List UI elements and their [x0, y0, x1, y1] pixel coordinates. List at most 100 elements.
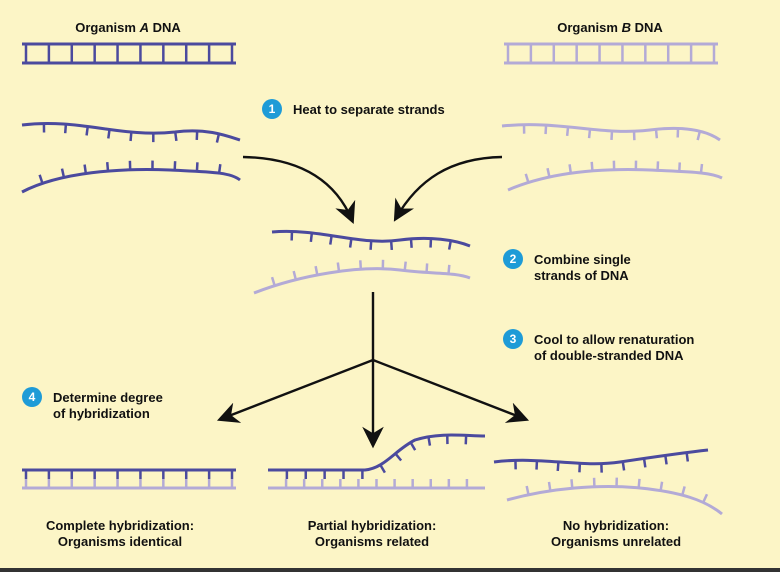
strand-base-tick — [642, 458, 647, 468]
strand-base-tick — [379, 464, 386, 474]
arrow-a-to-combine — [242, 155, 356, 224]
strand-base-tick — [309, 232, 314, 243]
outcome-partial-strands — [268, 433, 486, 490]
strand-base-tick — [654, 129, 659, 139]
strand-base-tick — [621, 461, 626, 471]
organism-b-separated-strands — [501, 123, 723, 192]
step-3-label: Cool to allow renaturation of double-str… — [534, 332, 694, 364]
strand-base-tick — [587, 129, 592, 139]
strand-base-tick — [314, 265, 319, 276]
strand-base-tick — [394, 452, 403, 462]
strand-base-tick — [105, 161, 110, 172]
unhybridized-strand-a — [493, 448, 709, 466]
step-1-badge: 1 — [262, 99, 282, 119]
bottom-border — [0, 568, 780, 572]
strand-base-tick — [546, 167, 551, 178]
process-arrows — [216, 155, 530, 449]
outcome-complete-double-strand — [22, 468, 236, 490]
outcome-partial-line-2: Organisms related — [314, 534, 430, 549]
strand-base-tick — [570, 479, 574, 489]
strand-base-tick — [60, 168, 66, 178]
strand-base-tick — [524, 173, 530, 183]
strand-base-tick — [292, 270, 298, 281]
arrow-to-none — [372, 358, 530, 423]
outcome-partial-line-1: Partial hybridization: — [307, 518, 437, 533]
outcome-complete-line-1: Complete hybridization: — [45, 518, 195, 533]
organism-a-strand-bottom — [21, 168, 241, 194]
strand-base-tick — [685, 452, 690, 462]
organism-a-letter: A — [139, 20, 149, 35]
outcome-complete-line-2: Organisms identical — [57, 534, 183, 549]
strand-base-tick — [702, 493, 709, 503]
organism-b-label: Organism B DNA — [540, 20, 680, 36]
outcome-none-label: No hybridization: Organisms unrelated — [516, 518, 716, 550]
organism-a-prefix: Organism — [75, 20, 140, 35]
step-4-label: Determine degree of hybridization — [53, 390, 163, 422]
strand-base-tick — [447, 264, 451, 274]
strand-base-tick — [63, 124, 68, 134]
strand-base-tick — [556, 461, 560, 472]
outcome-complete-label: Complete hybridization: Organisms identi… — [20, 518, 220, 550]
organism-a-label: Organism A DNA — [58, 20, 198, 36]
strand-base-tick — [664, 455, 668, 465]
strand-base-tick — [329, 235, 333, 245]
strand-base-tick — [107, 129, 111, 139]
strand-base-tick — [547, 481, 552, 492]
arrow-to-complete — [216, 358, 374, 423]
step-2-badge: 2 — [503, 249, 523, 269]
organism-a-strand-top — [21, 121, 241, 142]
step-2-line-1: Combine single — [534, 252, 631, 267]
step-2-line-2: strands of DNA — [534, 268, 629, 283]
strand-base-tick — [447, 240, 453, 250]
strand-base-tick — [217, 164, 222, 174]
organism-b-prefix: Organism — [557, 20, 622, 35]
organism-b-strand-bottom — [507, 168, 723, 192]
strand-base-tick — [389, 240, 394, 251]
strand-base-tick — [409, 238, 413, 248]
organism-a-double-strand — [22, 42, 236, 65]
strand-base-tick — [173, 131, 178, 142]
outcome-none-line-2: Organisms unrelated — [550, 534, 682, 549]
organism-b-letter: B — [621, 20, 631, 35]
outcome-none-line-1: No hybridization: — [562, 518, 670, 533]
step-4-line-1: Determine degree — [53, 390, 163, 405]
strand-base-tick — [38, 174, 44, 184]
strand-base-tick — [425, 263, 429, 273]
strand-base-tick — [699, 163, 704, 174]
strand-base-tick — [565, 126, 570, 136]
combined-single-strands — [253, 229, 471, 295]
step-3-badge: 3 — [503, 329, 523, 349]
organism-b-strand-top — [501, 123, 721, 142]
partial-strand-a — [268, 433, 486, 472]
organism-b-suffix: DNA — [630, 20, 663, 35]
strand-base-tick — [270, 276, 276, 287]
step-4-badge: 4 — [22, 387, 42, 407]
strand-base-tick — [659, 481, 664, 491]
strand-base-tick — [525, 485, 530, 496]
strand-base-tick — [359, 260, 363, 270]
outcome-partial-label: Partial hybridization: Organisms related — [272, 518, 472, 550]
step-1-label: Heat to separate strands — [293, 102, 445, 117]
strand-base-tick — [681, 486, 686, 496]
step-3-line-2: of double-stranded DNA — [534, 348, 684, 363]
unhybridized-strand-b — [506, 485, 723, 516]
strand-base-tick — [83, 164, 88, 174]
strand-base-tick — [427, 436, 432, 446]
strand-base-tick — [215, 133, 221, 143]
strand-base-tick — [403, 261, 407, 271]
strand-base-tick — [696, 130, 702, 141]
strand-base-tick — [336, 262, 341, 272]
step-4-line-2: of hybridization — [53, 406, 150, 421]
organism-a-separated-strands — [21, 121, 241, 194]
strand-base-tick — [544, 125, 548, 135]
organism-b-double-strand — [504, 42, 718, 65]
strand-base-tick — [409, 441, 417, 451]
strand-base-tick — [637, 478, 641, 488]
strand-base-tick — [85, 126, 89, 136]
strand-base-tick — [568, 164, 573, 174]
arrow-b-to-combine — [393, 155, 503, 222]
outcome-no-hybridization-strands — [493, 448, 723, 516]
step-2-label: Combine single strands of DNA — [534, 252, 631, 284]
strand-base-tick — [129, 131, 133, 142]
strand-base-tick — [590, 161, 594, 171]
